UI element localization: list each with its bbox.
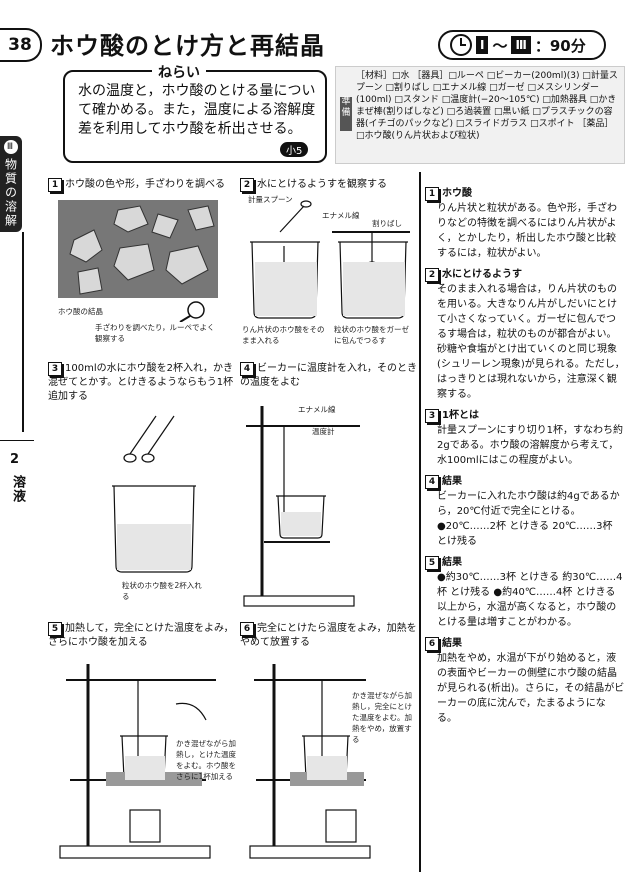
heating-illustration: [59, 664, 216, 859]
caption-add2: 粒状のホウ酸を2杯入れる: [122, 581, 202, 601]
magnifier-icon: [179, 301, 205, 322]
grade-number: 5: [296, 146, 303, 157]
caption-crystal: ホウ酸の結晶: [58, 307, 103, 316]
add-boric-acid-illustration: [112, 415, 196, 573]
note-number: 1: [425, 187, 439, 201]
caption-heat-stir: かき混ぜながら加熱し，とけた温度をよむ。ホウ酸をさらに1杯加える: [176, 739, 236, 781]
note-head: ホウ酸: [442, 188, 472, 199]
cooling-illustration: [249, 664, 371, 859]
caption-thermo: 温度計: [312, 427, 335, 436]
prep-text: ［材料］□水 ［器具］□ルーペ □ビーカー(200ml)(3) □計量スプーン …: [356, 71, 618, 141]
unit-number: Ⅲ: [4, 140, 18, 154]
note-number: 4: [425, 475, 439, 489]
step-text: 加熱して，完全にとけた温度をよみ，さらにホウ酸を加える: [48, 623, 234, 648]
note-head: 1杯とは: [442, 410, 479, 421]
step-number: 6: [240, 622, 254, 636]
note-head: 結果: [442, 638, 462, 649]
time-duration: ：90分: [534, 36, 586, 55]
page-number: 38: [0, 28, 42, 62]
grade-badge: 小5: [280, 142, 309, 157]
grade-label: 小: [286, 146, 296, 157]
note-number: 2: [425, 268, 439, 282]
side-divider: [0, 440, 34, 441]
caption-enamel: エナメル線: [322, 211, 360, 220]
note-number: 5: [425, 556, 439, 570]
step-text: ホウ酸の色や形，手ざわりを調べる: [65, 179, 225, 190]
caption-gauze: 粒状のホウ酸をガーゼに包んでつるす: [334, 325, 409, 345]
note-body: 加熱をやめ，水温が下がり始めると，液の表面やビーカーの側壁にホウ酸の結晶が見られ…: [437, 653, 625, 724]
step-number: 1: [48, 178, 62, 192]
note-number: 6: [425, 637, 439, 651]
chapter-label: 溶液: [10, 475, 25, 503]
step-number: 3: [48, 362, 62, 376]
caption-spoon: 計量スプーン: [248, 195, 293, 204]
step-number: 2: [240, 178, 254, 192]
side-rule: [22, 232, 24, 432]
note-body: ●約30℃……3杯 とけきる 約30℃……4杯 とけ残る ●約40℃……4杯 と…: [437, 572, 623, 628]
caption-stir-read: かき混ぜながら加熱し，完全にとけた温度をよむ。加熱をやめ，放置する: [352, 691, 412, 744]
thermometer-illustration: [243, 406, 360, 607]
time-from: Ⅰ: [476, 36, 489, 54]
step-text: 完全にとけたら温度をよみ，加熱をやめて放置する: [240, 623, 417, 648]
note-body: 計量スプーンにすり切り1杯，すなわち約2gである。ホウ酸の溶解度から考えて，水1…: [437, 425, 623, 466]
prep-box: [335, 66, 625, 164]
time-to: Ⅲ: [511, 36, 531, 54]
step-text: 水にとけるようすを観察する: [257, 179, 387, 190]
aim-text: 水の温度と，ホウ酸のとける量について確かめる。また，温度による溶解度差を利用して…: [78, 83, 316, 137]
crystal-photo-svg: [58, 200, 218, 298]
dissolve-illustration: [250, 200, 410, 319]
time-sep: 〜: [492, 36, 508, 55]
crystal-photo: [58, 200, 218, 298]
time-badge: Ⅰ 〜 Ⅲ ：90分: [438, 30, 606, 60]
clock-icon: [450, 34, 472, 56]
unit-label: 物質の溶解: [3, 158, 18, 228]
note-body: りん片状と粒状がある。色や形，手ざわりなどの特徴を調べるにはりん片状がよく，とか…: [437, 203, 617, 259]
caption-touch: 手ざわりを調べたり，ルーペでよく観察する: [95, 323, 215, 343]
caption-flake-direct: りん片状のホウ酸をそのまま入れる: [242, 325, 325, 345]
note-head: 結果: [442, 476, 462, 487]
step-number: 5: [48, 622, 62, 636]
caption-enamel2: エナメル線: [298, 405, 336, 414]
caption-chopstick: 割りばし: [372, 219, 402, 228]
note-number: 3: [425, 409, 439, 423]
aim-label: ねらい: [152, 62, 206, 82]
prep-side-label: 準備: [340, 97, 352, 131]
step-number: 4: [240, 362, 254, 376]
page-title: ホウ酸のとけ方と再結晶: [50, 32, 325, 60]
chapter-number: 2: [10, 452, 20, 467]
step-text: 100mlの水にホウ酸を2杯入れ，かき混ぜてとかす。とけきるようならもう1杯追加…: [48, 363, 234, 402]
step-text: ビーカーに温度計を入れ，そのときの温度をよむ: [240, 363, 417, 388]
note-head: 結果: [442, 557, 462, 568]
column-divider: [419, 172, 421, 872]
note-body: ビーカーに入れたホウ酸は約4gであるから，20℃付近で完全にとける。●20℃………: [437, 491, 620, 547]
unit-tab: Ⅲ 物質の溶解: [0, 136, 22, 232]
note-head: 水にとけるようす: [442, 269, 522, 280]
note-body: そのまま入れる場合は，りん片状のものを用いる。大きなりん片がしだいにとけて小さく…: [437, 284, 625, 400]
grade-pill: 小5: [280, 142, 309, 157]
